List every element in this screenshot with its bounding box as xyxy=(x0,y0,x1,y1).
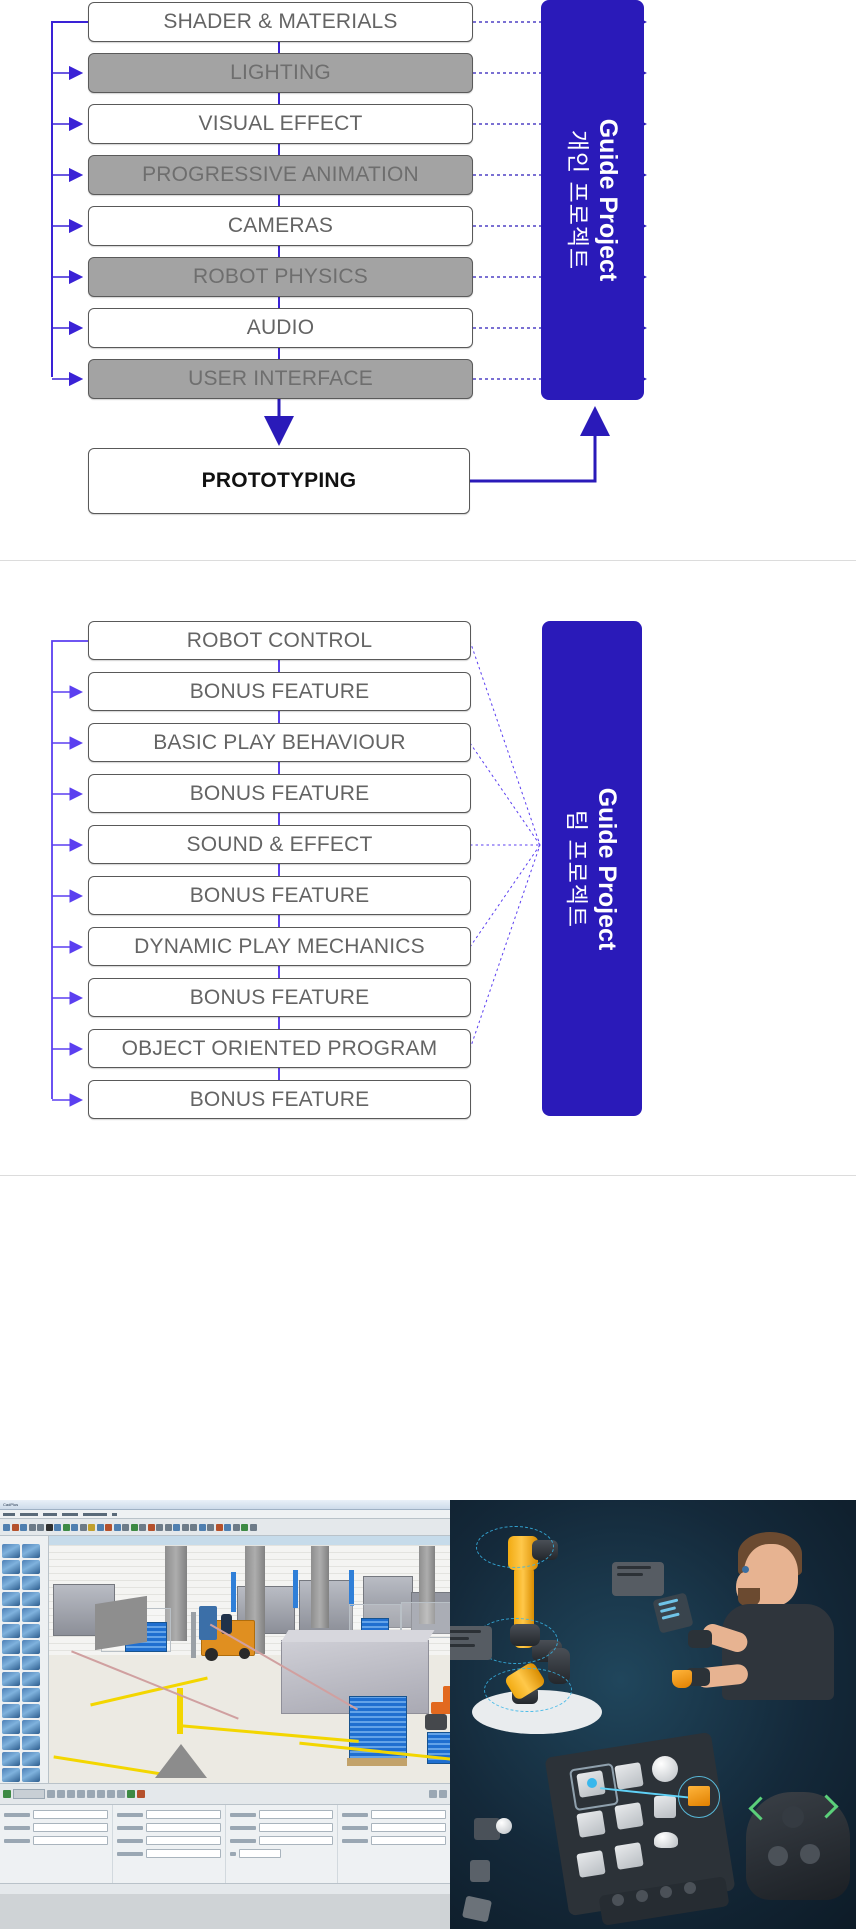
node-bonus-feature-1[interactable]: BONUS FEATURE xyxy=(88,672,471,711)
cad-properties-panel[interactable] xyxy=(0,1804,450,1883)
node-progressive-animation[interactable]: PROGRESSIVE ANIMATION xyxy=(88,155,473,195)
held-orange-cube xyxy=(672,1670,692,1688)
vr-controller-button-1[interactable] xyxy=(768,1846,788,1866)
vr-loose-shape-1 xyxy=(474,1818,500,1840)
factory-simulation-cad-screenshot[interactable]: CadPlus xyxy=(0,1500,450,1929)
avatar-eye xyxy=(742,1566,749,1573)
node-bonus-feature-5[interactable]: BONUS FEATURE xyxy=(88,1080,471,1119)
node-dynamic-play-mechanics[interactable]: DYNAMIC PLAY MECHANICS xyxy=(88,927,471,966)
cad-component-palette[interactable] xyxy=(0,1536,49,1783)
team-project-target-korean: 팀 프로젝트 xyxy=(563,809,590,928)
vr-selected-cube xyxy=(688,1786,710,1806)
node-shader-materials[interactable]: SHADER & MATERIALS xyxy=(88,2,473,42)
node-visual-effect[interactable]: VISUAL EFFECT xyxy=(88,104,473,144)
personal-project-target-english: Guide Project xyxy=(593,118,622,282)
node-robot-physics[interactable]: ROBOT PHYSICS xyxy=(88,257,473,297)
cad-menu-bar[interactable] xyxy=(0,1510,450,1519)
vr-tile-1-dot xyxy=(587,1778,597,1788)
team-project-target-text: Guide Project 팀 프로젝트 xyxy=(562,787,622,950)
vr-selection-highlight xyxy=(678,1776,720,1818)
team-project-target[interactable]: Guide Project 팀 프로젝트 xyxy=(542,621,642,1116)
vr-tile-6[interactable] xyxy=(576,1850,606,1878)
vr-hemisphere-tile[interactable] xyxy=(654,1832,678,1848)
node-bonus-feature-3[interactable]: BONUS FEATURE xyxy=(88,876,471,915)
vr-controller-touchpad[interactable] xyxy=(782,1806,804,1828)
vr-tile-5[interactable] xyxy=(654,1796,676,1818)
node-user-interface[interactable]: USER INTERFACE xyxy=(88,359,473,399)
personal-project-target[interactable]: Guide Project 개인 프로젝트 xyxy=(541,0,644,400)
node-bonus-feature-4[interactable]: BONUS FEATURE xyxy=(88,978,471,1017)
cad-tool-bar[interactable] xyxy=(0,1519,450,1536)
vr-loose-shape-2 xyxy=(496,1818,512,1834)
personal-project-target-text: Guide Project 개인 프로젝트 xyxy=(563,119,623,282)
node-robot-control[interactable]: ROBOT CONTROL xyxy=(88,621,471,660)
vr-toolbar-icon-2[interactable] xyxy=(636,1890,648,1902)
node-sound-effect[interactable]: SOUND & EFFECT xyxy=(88,825,471,864)
node-bonus-feature-2[interactable]: BONUS FEATURE xyxy=(88,774,471,813)
vr-tile-2[interactable] xyxy=(614,1762,644,1790)
section-divider-1 xyxy=(0,560,856,561)
vr-loose-shape-4 xyxy=(461,1895,493,1923)
code-bubble-left xyxy=(450,1626,492,1660)
vr-toolbar-icon-1[interactable] xyxy=(612,1894,624,1906)
code-bubble-right xyxy=(612,1562,664,1596)
avatar-controller-right xyxy=(688,1630,712,1648)
avatar-beard xyxy=(738,1588,760,1606)
node-basic-play-behaviour[interactable]: BASIC PLAY BEHAVIOUR xyxy=(88,723,471,762)
screenshot-strip: CadPlus xyxy=(0,1500,856,1929)
joint-highlight-ring-top xyxy=(476,1526,554,1568)
personal-project-target-korean: 개인 프로젝트 xyxy=(564,129,591,271)
team-project-diagram: ROBOT CONTROL BONUS FEATURE BASIC PLAY B… xyxy=(0,600,856,1160)
cad-3d-viewport[interactable] xyxy=(49,1536,450,1783)
vr-tile-7[interactable] xyxy=(614,1842,644,1870)
personal-project-diagram: SHADER & MATERIALS LIGHTING VISUAL EFFEC… xyxy=(0,0,856,555)
node-audio[interactable]: AUDIO xyxy=(88,308,473,348)
vr-loose-shape-3 xyxy=(470,1860,490,1882)
node-prototyping[interactable]: PROTOTYPING xyxy=(88,448,470,514)
section-divider-2 xyxy=(0,1175,856,1176)
vr-robot-programming-illustration[interactable] xyxy=(450,1500,856,1929)
program-card xyxy=(652,1592,694,1634)
avatar-torso xyxy=(722,1604,834,1700)
vr-sphere-tile[interactable] xyxy=(652,1756,678,1782)
node-cameras[interactable]: CAMERAS xyxy=(88,206,473,246)
avatar-controller-left xyxy=(686,1668,710,1686)
vr-controller-button-2[interactable] xyxy=(800,1844,820,1864)
cad-title-bar: CadPlus xyxy=(0,1500,450,1510)
node-lighting[interactable]: LIGHTING xyxy=(88,53,473,93)
team-project-target-english: Guide Project xyxy=(593,787,621,950)
joint-highlight-ring-bottom xyxy=(484,1668,572,1712)
cad-view-status-bar[interactable] xyxy=(0,1783,450,1804)
vr-tile-4[interactable] xyxy=(614,1802,644,1830)
vr-tile-3[interactable] xyxy=(576,1810,606,1838)
node-object-oriented-program[interactable]: OBJECT ORIENTED PROGRAM xyxy=(88,1029,471,1068)
cad-status-footer xyxy=(0,1883,450,1894)
vr-toolbar-icon-3[interactable] xyxy=(660,1886,672,1898)
vr-toolbar-icon-4[interactable] xyxy=(684,1882,696,1894)
